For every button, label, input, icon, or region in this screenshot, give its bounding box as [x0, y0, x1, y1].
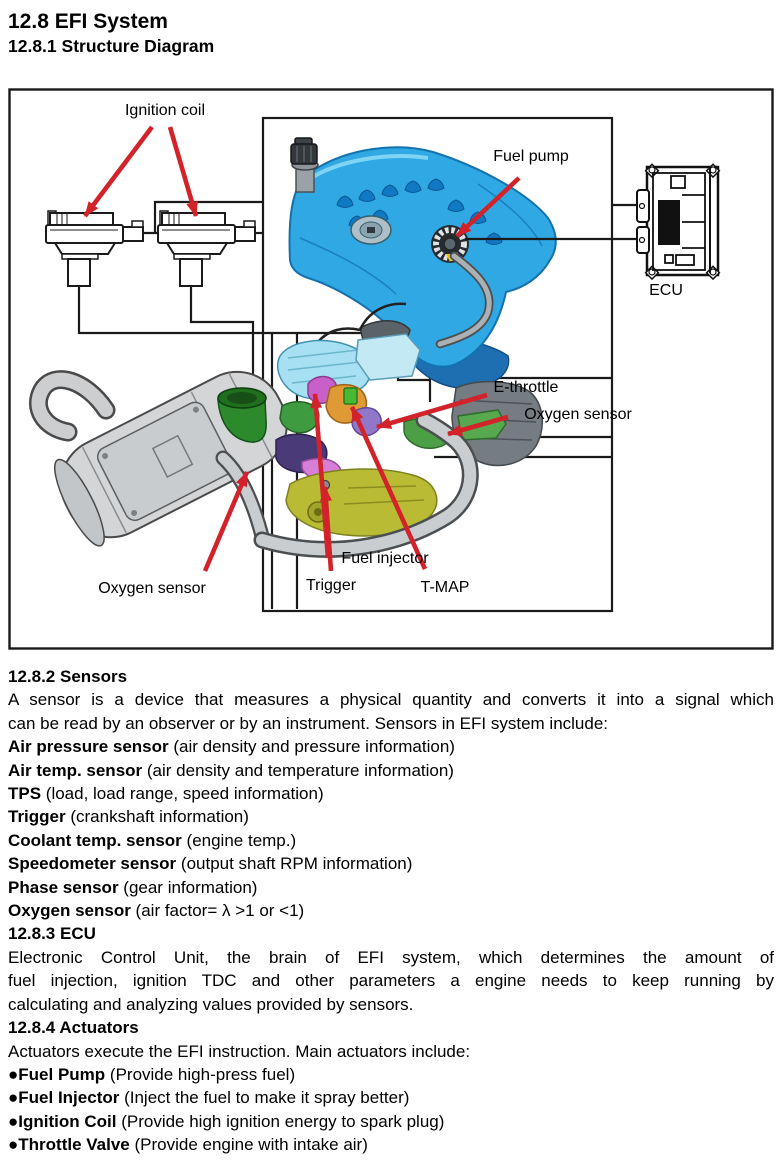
sensor-term: Speedometer sensor [8, 854, 177, 874]
arrow-oxygen-sensor-right [447, 414, 509, 437]
arrow-trigger [320, 486, 334, 572]
air-filter-art [217, 387, 267, 443]
actuators-intro: Actuators execute the EFI instruction. M… [8, 1041, 471, 1061]
bullet-icon: ● [8, 1135, 19, 1155]
actuator-item: ●Fuel Injector (Inject the fuel to make … [8, 1086, 774, 1109]
sensors-intro-line: A sensor is a device that measures a phy… [8, 690, 774, 710]
actuator-item: ●Fuel Pump (Provide high-press fuel) [8, 1063, 774, 1086]
sensor-desc: (air density and pressure information) [168, 737, 455, 757]
ignition-coil-right [157, 210, 256, 287]
ignition-coil-art [45, 210, 256, 287]
sensor-desc: (load, load range, speed information) [41, 784, 324, 804]
sensor-item: Air temp. sensor (air density and temper… [8, 759, 774, 782]
arrow-oxygen-sensor-left [202, 471, 250, 572]
actuator-desc: (Provide engine with intake air) [129, 1135, 368, 1155]
structure-diagram-figure [8, 88, 774, 650]
sensor-term: Coolant temp. sensor [8, 830, 182, 850]
bullet-icon: ● [8, 1088, 19, 1108]
bullet-icon: ● [8, 1111, 19, 1131]
structure-diagram: Ignition coil Fuel pump ECU E-throttle O… [8, 88, 774, 650]
fuel-tank-art [288, 137, 557, 389]
sensor-desc: (air factor= λ >1 or <1) [130, 901, 305, 921]
page-title: 12.8 EFI System [8, 10, 168, 33]
label-oxygen-sensor-right: Oxygen sensor [524, 406, 632, 423]
label-e-throttle: E-throttle [493, 379, 559, 396]
actuator-item: ●Throttle Valve (Provide engine with int… [8, 1133, 774, 1156]
bullet-icon: ● [8, 1064, 19, 1084]
actuator-term: Ignition Coil [18, 1111, 117, 1131]
sensor-item: Trigger (crankshaft information) [8, 805, 774, 828]
ecu-connection-lines [465, 203, 637, 241]
sensor-term: Air temp. sensor [8, 760, 143, 780]
sensor-term: TPS [8, 784, 42, 804]
label-trigger: Trigger [305, 577, 357, 594]
ecu-body-line: calculating and analyzing values provide… [8, 994, 414, 1014]
arrow-ignition-coil-right [167, 126, 199, 217]
ecu-body-line: fuel injection, ignition TDC and other p… [8, 971, 774, 991]
sensor-item: Air pressure sensor (air density and pre… [8, 735, 774, 758]
page-header: 12.8 EFI System 12.8.1 Structure Diagram [0, 0, 782, 57]
ignition-coil-left [45, 210, 144, 287]
section-subtitle: 12.8.1 Structure Diagram [8, 36, 215, 56]
arrow-e-throttle [376, 392, 488, 430]
sensor-item: Oxygen sensor (air factor= λ >1 or <1) [8, 899, 774, 922]
actuator-term: Throttle Valve [18, 1135, 130, 1155]
label-ignition-coil: Ignition coil [124, 102, 206, 119]
arrow-t-map [349, 406, 428, 570]
sensor-item: Phase sensor (gear information) [8, 876, 774, 899]
label-oxygen-sensor-left: Oxygen sensor [98, 580, 206, 597]
sensor-term: Air pressure sensor [8, 737, 169, 757]
label-fuel-pump: Fuel pump [493, 148, 569, 165]
label-t-map: T-MAP [420, 579, 470, 596]
sensors-heading: 12.8.2 Sensors [8, 667, 128, 686]
sensor-term: Phase sensor [8, 877, 119, 897]
label-ecu: ECU [649, 282, 683, 299]
diagram-border [8, 88, 774, 650]
arrow-fuel-pump [455, 176, 521, 238]
actuator-desc: (Provide high ignition energy to spark p… [116, 1111, 445, 1131]
manual-text: 12.8.2 Sensors A sensor is a device that… [8, 665, 774, 1157]
sensor-desc: (gear information) [118, 877, 258, 897]
ecu-body-line: Electronic Control Unit, the brain of EF… [8, 947, 774, 967]
actuator-desc: (Provide high-press fuel) [105, 1064, 296, 1084]
label-fuel-injector: Fuel injector [341, 550, 429, 567]
ecu-heading: 12.8.3 ECU [8, 924, 96, 944]
sensor-item: TPS (load, load range, speed information… [8, 782, 774, 805]
arrow-ignition-coil-left [83, 125, 154, 218]
sensor-term: Oxygen sensor [8, 901, 131, 921]
sensor-desc: (crankshaft information) [65, 807, 249, 827]
actuators-heading: 12.8.4 Actuators [8, 1018, 139, 1038]
sensors-intro-line: can be read by an observer or by an inst… [8, 713, 609, 733]
sensor-desc: (output shaft RPM information) [176, 854, 413, 874]
sensor-item: Coolant temp. sensor (engine temp.) [8, 829, 774, 852]
actuator-term: Fuel Pump [18, 1064, 106, 1084]
actuator-term: Fuel Injector [18, 1088, 120, 1108]
sensor-desc: (air density and temperature information… [142, 760, 454, 780]
actuator-desc: (Inject the fuel to make it spray better… [119, 1088, 410, 1108]
ecu-art [636, 163, 721, 281]
actuator-item: ●Ignition Coil (Provide high ignition en… [8, 1110, 774, 1133]
sensor-item: Speedometer sensor (output shaft RPM inf… [8, 852, 774, 875]
sensor-desc: (engine temp.) [181, 830, 297, 850]
sensor-term: Trigger [8, 807, 66, 827]
callout-arrows [83, 125, 521, 572]
